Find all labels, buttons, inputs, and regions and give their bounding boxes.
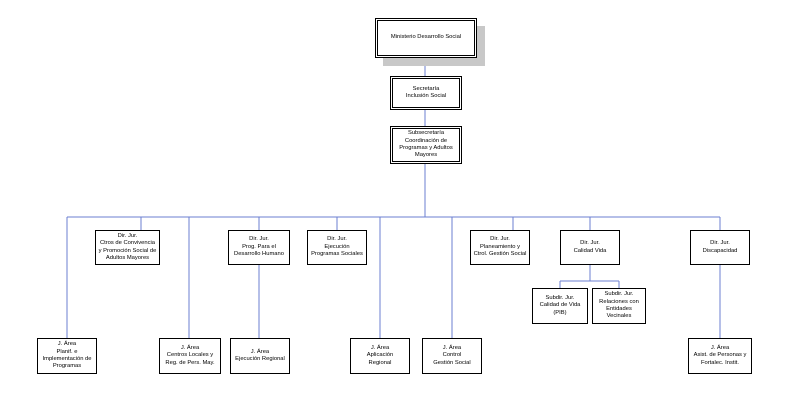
- node-dir-planeamiento: Dir. Jur. Planeamiento y Ctrol. Gestión …: [470, 230, 530, 265]
- node-dir-ejecucion-programas: Dir. Jur. Ejecución Programas Sociales: [307, 230, 367, 265]
- node-dir-discapacidad: Dir. Jur. Discapacidad: [690, 230, 750, 265]
- node-area-planificacion: J. Área Planif. e Implementación de Prog…: [37, 338, 97, 374]
- node-area-aplicacion-regional: J. Área Aplicación Regional: [350, 338, 410, 374]
- node-area-ejecucion-regional: J. Área Ejecución Regional: [230, 338, 290, 374]
- node-area-control-gestion: J. Área Control Gestión Social: [422, 338, 482, 374]
- node-secretaria: Secretaría Inclusión Social: [390, 76, 462, 110]
- node-dir-calidad-vida: Dir. Jur. Calidad Vida: [560, 230, 620, 265]
- node-area-centros-locales: J. Área Centros Locales y Reg. de Pers. …: [159, 338, 221, 374]
- node-dir-prog-desarrollo-humano: Dir. Jur. Prog. Para el Desarrollo Human…: [228, 230, 290, 265]
- node-ministerio: Ministerio Desarrollo Social: [375, 18, 477, 58]
- node-subdir-calidad-vida-pib: Subdir. Jur. Calidad de Vida (PIB): [532, 288, 588, 324]
- node-area-asistencia-personas: J. Área Asist. de Personas y Fortalec. I…: [688, 338, 752, 374]
- node-subsecretaria: Subsecretaría Coordinación de Programas …: [390, 126, 462, 164]
- node-dir-ctros-convivencia: Dir. Jur. Ctros de Convivencia y Promoci…: [95, 230, 160, 265]
- node-subdir-relaciones-entidades: Subdir. Jur. Relaciones con Entidades Ve…: [592, 288, 646, 324]
